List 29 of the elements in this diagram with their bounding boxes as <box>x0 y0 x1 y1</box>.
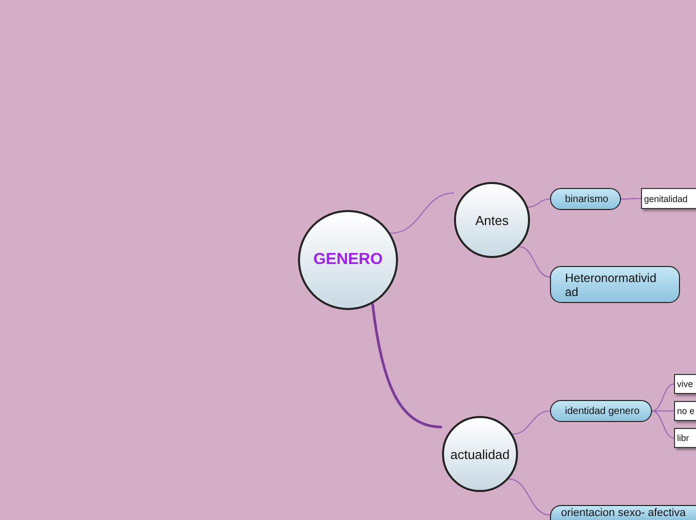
node-label: GENERO <box>313 251 383 269</box>
node-label: libr <box>677 433 690 443</box>
node-label: Antes <box>475 212 509 228</box>
connector-line <box>508 478 550 516</box>
connector-line <box>527 198 550 208</box>
connector-line <box>652 384 674 412</box>
node-label: vive <box>677 379 694 389</box>
subtopic-box <box>550 505 696 520</box>
leaf-box <box>674 401 696 421</box>
connector-line <box>390 192 454 234</box>
connector-line <box>371 303 442 428</box>
connector-line <box>512 410 550 435</box>
node-label: binarismo <box>565 194 608 204</box>
node-label: orientacion sexo- afectiva <box>561 507 686 519</box>
subtopic-box <box>550 400 652 422</box>
node-label: genitalidad <box>644 194 688 204</box>
node-label: no e <box>677 406 695 416</box>
leaf-box <box>674 374 696 394</box>
node-label: Heteronormatividad <box>565 270 658 298</box>
leaf-box <box>674 428 696 448</box>
connector-line <box>652 410 674 412</box>
node-label: actualidad <box>450 446 510 462</box>
subtopic-box <box>550 188 621 210</box>
connector-line <box>652 410 674 438</box>
connector-line <box>620 198 642 200</box>
node-label: identidad genero <box>565 406 640 416</box>
connector-line <box>518 246 550 278</box>
leaf-box <box>641 188 696 209</box>
subtopic-box <box>550 266 680 303</box>
